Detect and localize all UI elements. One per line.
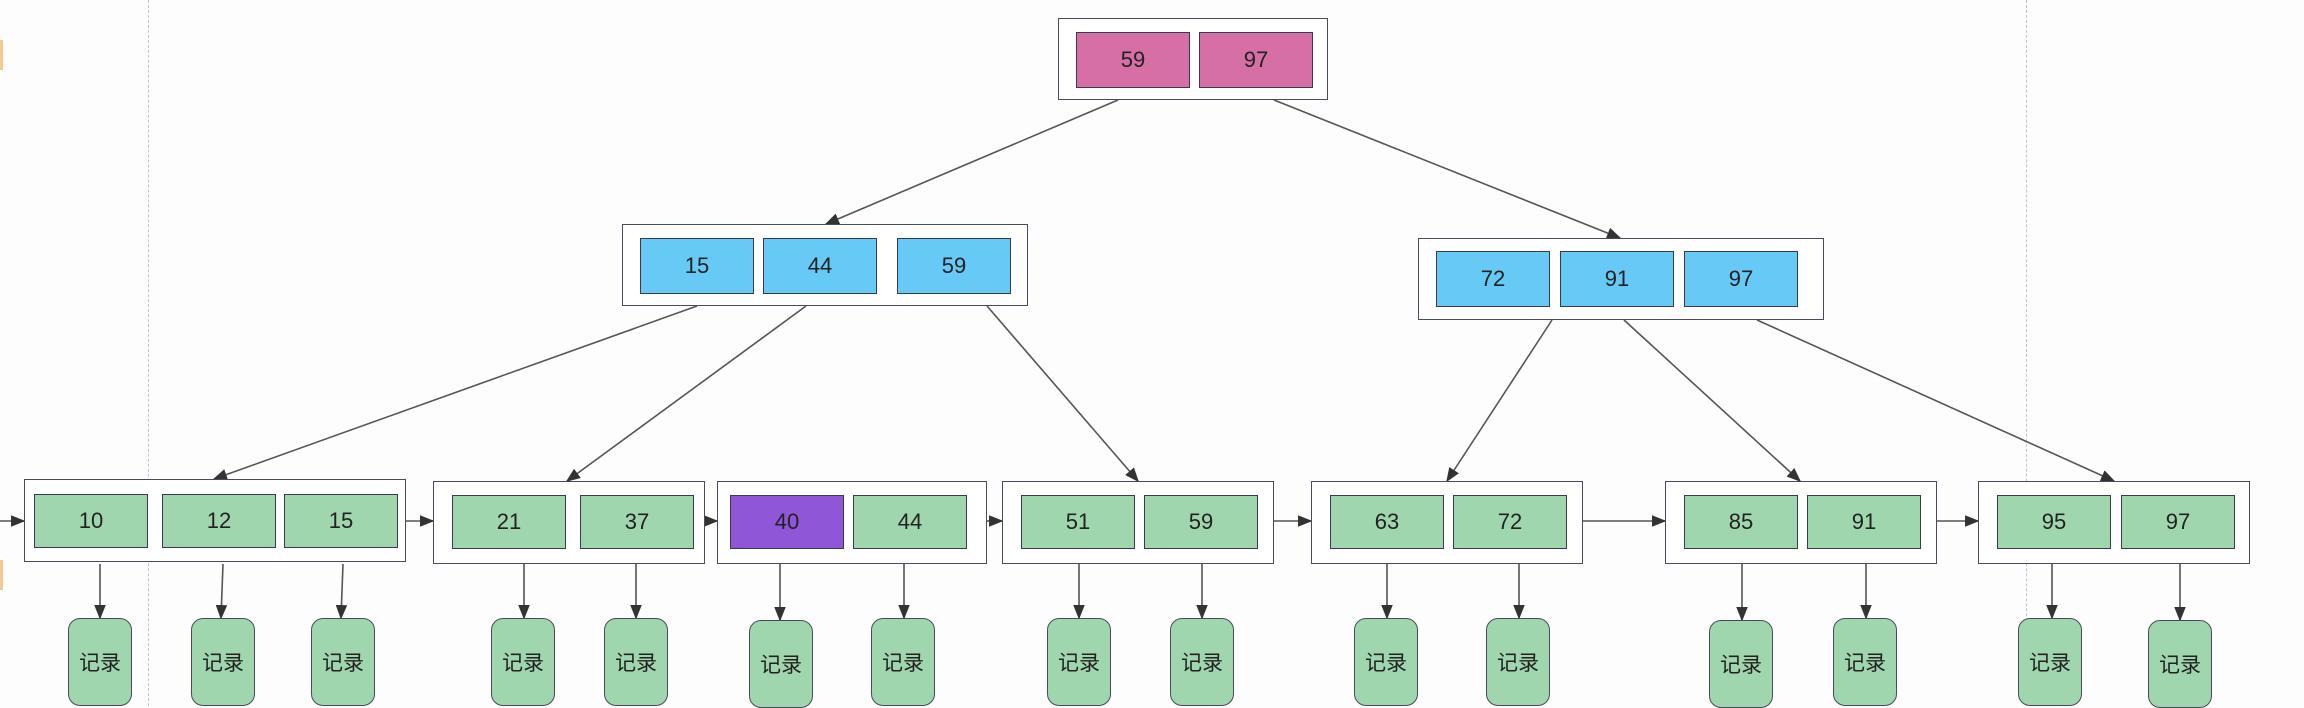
record-box: 记录 xyxy=(2018,618,2082,706)
key-63: 63 xyxy=(1330,495,1444,549)
key-95: 95 xyxy=(1997,495,2111,549)
key-97: 97 xyxy=(2121,495,2235,549)
record-box: 记录 xyxy=(871,618,935,706)
internal-child-arrow xyxy=(986,305,1139,483)
key-40: 40 xyxy=(730,495,844,549)
record-pointer-arrow xyxy=(335,563,348,620)
key-59: 59 xyxy=(1144,495,1258,549)
record-box: 记录 xyxy=(1047,618,1111,706)
record-pointer-arrow xyxy=(215,563,228,620)
record-box: 记录 xyxy=(749,620,813,708)
record-box: 记录 xyxy=(491,618,555,706)
key-85: 85 xyxy=(1684,495,1798,549)
record-box: 记录 xyxy=(1486,618,1550,706)
key-97: 97 xyxy=(1199,32,1313,88)
record-box: 记录 xyxy=(1170,618,1234,706)
edge-marker xyxy=(0,560,3,590)
guide-line-right xyxy=(2026,0,2027,706)
record-box: 记录 xyxy=(1354,618,1418,706)
key-91: 91 xyxy=(1560,251,1674,307)
record-box: 记录 xyxy=(2148,620,2212,708)
key-44: 44 xyxy=(763,238,877,294)
key-72: 72 xyxy=(1436,251,1550,307)
key-21: 21 xyxy=(452,495,566,549)
root-child-arrow xyxy=(1273,99,1622,239)
internal-child-arrow xyxy=(565,305,807,482)
edge-marker xyxy=(0,40,3,70)
record-box: 记录 xyxy=(1833,618,1897,706)
key-59: 59 xyxy=(1076,32,1190,88)
root-child-arrow xyxy=(824,99,1119,225)
key-97: 97 xyxy=(1684,251,1798,307)
key-15: 15 xyxy=(284,494,398,548)
key-72: 72 xyxy=(1453,495,1567,549)
record-box: 记录 xyxy=(68,618,132,706)
internal-child-arrow xyxy=(212,305,698,481)
record-box: 记录 xyxy=(191,618,255,706)
key-91: 91 xyxy=(1807,495,1921,549)
key-51: 51 xyxy=(1021,495,1135,549)
internal-child-arrow xyxy=(1756,319,2116,482)
record-box: 记录 xyxy=(311,618,375,706)
record-box: 记录 xyxy=(604,618,668,706)
internal-child-arrow xyxy=(1446,319,1553,483)
key-37: 37 xyxy=(580,495,694,549)
key-44: 44 xyxy=(853,495,967,549)
internal-child-arrow xyxy=(1623,319,1802,482)
key-59: 59 xyxy=(897,238,1011,294)
key-10: 10 xyxy=(34,494,148,548)
key-15: 15 xyxy=(640,238,754,294)
record-box: 记录 xyxy=(1709,620,1773,708)
key-12: 12 xyxy=(162,494,276,548)
guide-line-left xyxy=(148,0,149,706)
